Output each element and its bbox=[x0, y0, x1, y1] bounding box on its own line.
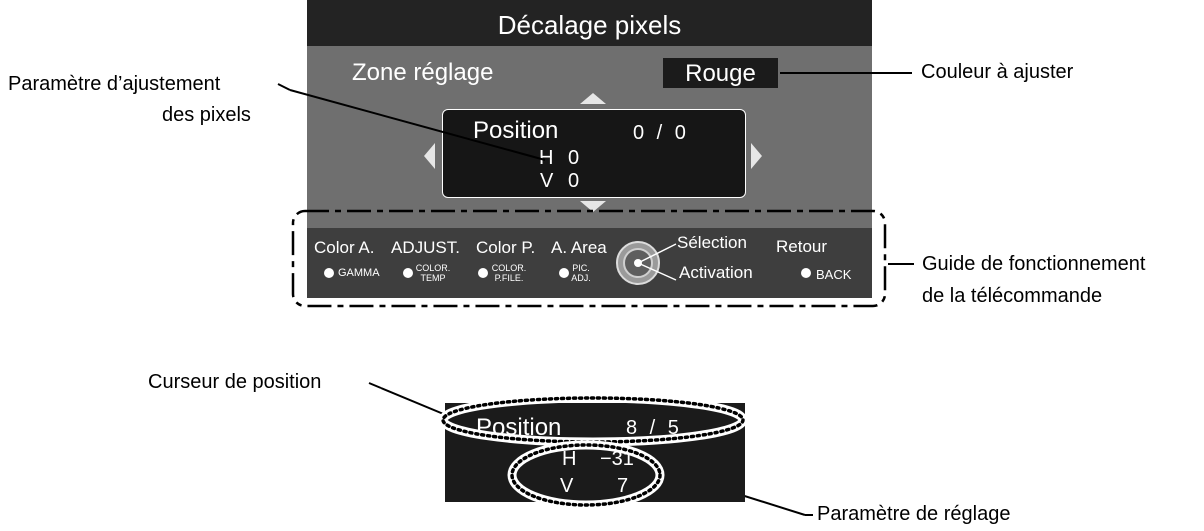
callout-setting-param: Paramètre de réglage bbox=[817, 503, 1011, 525]
zoom-v-label: V bbox=[560, 475, 574, 497]
v-label: V bbox=[540, 170, 554, 192]
zoom-position-box: Position 8 / 5 H −31 V 7 bbox=[445, 403, 745, 502]
h-label: H bbox=[539, 147, 554, 169]
osd-panel: Décalage pixels Zone réglage Rouge Posit… bbox=[307, 0, 872, 298]
guide-activate-label: Activation bbox=[679, 263, 753, 282]
button-dot-icon bbox=[559, 268, 569, 278]
left-arrow-icon[interactable] bbox=[423, 143, 437, 169]
zoom-h-label: H bbox=[562, 448, 577, 470]
right-arrow-icon[interactable] bbox=[749, 143, 763, 169]
cursor-ellipse bbox=[441, 396, 745, 444]
callout-line-pixel-param-a bbox=[277, 83, 291, 91]
zoom-position-value: 8 / 5 bbox=[626, 417, 681, 439]
osd-title-bar: Décalage pixels bbox=[307, 0, 872, 46]
zoom-v-value: 7 bbox=[617, 475, 629, 497]
guide-item-color-p: Color P. bbox=[476, 238, 536, 257]
callout-pixel-param-line2: des pixels bbox=[162, 104, 251, 126]
position-box: Position 0 / 0 H 0 V 0 bbox=[442, 109, 746, 198]
callout-remote-guide-line1: Guide de fonctionnement bbox=[922, 253, 1146, 275]
guide-sub-gamma: GAMMA bbox=[338, 267, 380, 279]
callout-color-to-adjust: Couleur à ajuster bbox=[921, 61, 1074, 83]
button-dot-icon bbox=[403, 268, 413, 278]
button-dot-icon bbox=[801, 268, 811, 278]
guide-item-color-a: Color A. bbox=[314, 238, 375, 257]
guide-select-label: Sélection bbox=[677, 233, 747, 252]
setting-ellipse bbox=[510, 443, 662, 507]
guide-item-adjust: ADJUST. bbox=[391, 238, 460, 257]
callout-line-cursor-a bbox=[368, 382, 382, 389]
guide-dashed-frame bbox=[291, 209, 887, 308]
osd-title: Décalage pixels bbox=[497, 10, 682, 40]
position-label: Position bbox=[473, 117, 559, 144]
remote-dpad-icon bbox=[616, 241, 677, 285]
guide-back-label: Retour bbox=[776, 237, 828, 256]
button-dot-icon bbox=[478, 268, 488, 278]
h-value: 0 bbox=[568, 147, 580, 169]
v-value: 0 bbox=[568, 170, 580, 192]
position-value: 0 / 0 bbox=[633, 122, 688, 144]
remote-guide-bar: Color A. ADJUST. Color P. A. Area GAMMA … bbox=[307, 228, 872, 298]
callout-remote-guide-line2: de la télécommande bbox=[922, 285, 1103, 307]
down-arrow-icon[interactable] bbox=[580, 199, 606, 213]
color-value-box[interactable]: Rouge bbox=[663, 58, 778, 88]
callout-line-pixel-param-b bbox=[289, 89, 546, 161]
up-arrow-icon[interactable] bbox=[580, 92, 606, 106]
callout-pixel-param-line1: Paramètre d’ajustement bbox=[8, 73, 221, 95]
guide-item-a-area: A. Area bbox=[551, 238, 607, 257]
guide-back-key: BACK bbox=[816, 267, 852, 282]
zone-label: Zone réglage bbox=[352, 59, 494, 86]
button-dot-icon bbox=[324, 268, 334, 278]
callout-cursor-position: Curseur de position bbox=[148, 371, 322, 393]
